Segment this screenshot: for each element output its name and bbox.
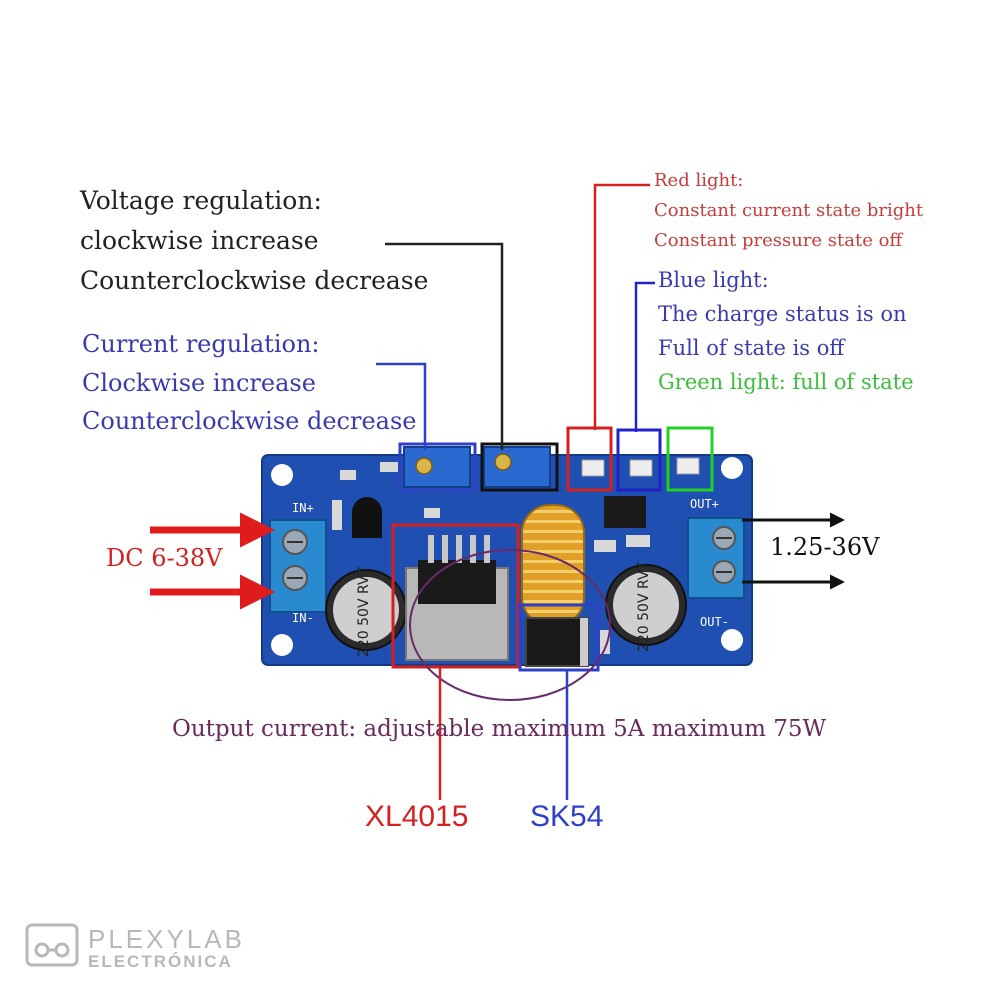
mounting-hole bbox=[721, 629, 743, 651]
pcb-board: IN+ IN- OUT+ OUT- 220 50V RVT 220 50V RV… bbox=[261, 446, 753, 667]
smd-capacitor bbox=[600, 630, 610, 654]
current-counterclockwise-text: Counterclockwise decrease bbox=[82, 407, 417, 435]
current-potentiometer bbox=[403, 446, 471, 488]
sk54-highlight bbox=[518, 603, 600, 672]
cap-right-marking: 220 50V RVT bbox=[636, 562, 652, 653]
current-regulation-title: Current regulation: bbox=[82, 330, 320, 358]
blue-light-leader-line bbox=[634, 281, 655, 432]
current-clockwise-text: Clockwise increase bbox=[82, 369, 316, 397]
voltage-pot-highlight bbox=[480, 442, 559, 492]
green-led-highlight bbox=[666, 426, 714, 492]
mounting-hole bbox=[271, 464, 293, 486]
xl4015-label: XL4015 bbox=[365, 800, 469, 833]
red-light-leader-line bbox=[593, 183, 650, 430]
current-leader-line bbox=[376, 362, 427, 450]
output-current-ellipse bbox=[409, 549, 611, 701]
smd-capacitor bbox=[594, 540, 616, 552]
smd-resistor bbox=[380, 462, 398, 472]
silk-in-minus: IN- bbox=[292, 611, 314, 625]
transistor bbox=[352, 497, 382, 538]
silk-out-minus: OUT- bbox=[700, 615, 729, 629]
mounting-hole bbox=[721, 457, 743, 479]
capacitor-right bbox=[605, 564, 687, 646]
smd-resistor bbox=[332, 500, 342, 530]
xl4015-highlight bbox=[391, 523, 520, 669]
green-light-text: Green light: full of state bbox=[658, 370, 914, 394]
input-voltage-label: DC 6-38V bbox=[106, 544, 223, 572]
blue-led bbox=[629, 459, 653, 477]
xl4015-chip bbox=[405, 535, 509, 661]
voltage-regulation-title: Voltage regulation: bbox=[80, 186, 322, 215]
smd-resistor bbox=[340, 470, 356, 480]
smd-capacitor bbox=[626, 535, 650, 547]
cap-left-marking: 220 50V RVT bbox=[356, 567, 372, 658]
output-voltage-label: 1.25-36V bbox=[770, 533, 880, 561]
output-terminal-block bbox=[687, 517, 745, 599]
blue-led-highlight bbox=[616, 428, 662, 492]
voltage-leader-line bbox=[385, 242, 504, 450]
capacitor-left bbox=[325, 569, 407, 651]
sk54-label: SK54 bbox=[530, 800, 604, 833]
voltage-counterclockwise-text: Counterclockwise decrease bbox=[80, 266, 429, 295]
control-ic bbox=[604, 496, 646, 528]
blue-light-title: Blue light: bbox=[658, 268, 769, 292]
red-light-title: Red light: bbox=[654, 170, 744, 191]
inductor-coil bbox=[521, 504, 585, 626]
smd-resistor bbox=[424, 508, 440, 518]
silk-out-plus: OUT+ bbox=[690, 497, 719, 511]
current-pot-highlight bbox=[398, 442, 477, 492]
red-light-cv-text: Constant pressure state off bbox=[654, 230, 903, 251]
mounting-hole bbox=[271, 634, 293, 656]
silk-in-plus: IN+ bbox=[292, 501, 314, 515]
voltage-clockwise-text: clockwise increase bbox=[80, 226, 319, 255]
plexylab-logo-icon bbox=[25, 923, 79, 967]
logo-subtitle: ELECTRÓNICA bbox=[88, 952, 233, 971]
red-light-cc-text: Constant current state bright bbox=[654, 200, 924, 221]
red-led bbox=[581, 459, 605, 477]
green-led bbox=[676, 457, 700, 475]
output-current-text: Output current: adjustable maximum 5A ma… bbox=[172, 716, 827, 742]
blue-light-charge-text: The charge status is on bbox=[658, 302, 907, 326]
sk54-diode bbox=[525, 617, 589, 667]
logo-name: PLEXYLAB bbox=[88, 924, 245, 954]
red-led-highlight bbox=[566, 426, 613, 492]
voltage-potentiometer bbox=[483, 446, 551, 488]
input-terminal-block bbox=[269, 519, 327, 613]
blue-light-full-text: Full of state is off bbox=[658, 336, 845, 360]
plexylab-logo: PLEXYLAB ELECTRÓNICA bbox=[24, 920, 264, 980]
